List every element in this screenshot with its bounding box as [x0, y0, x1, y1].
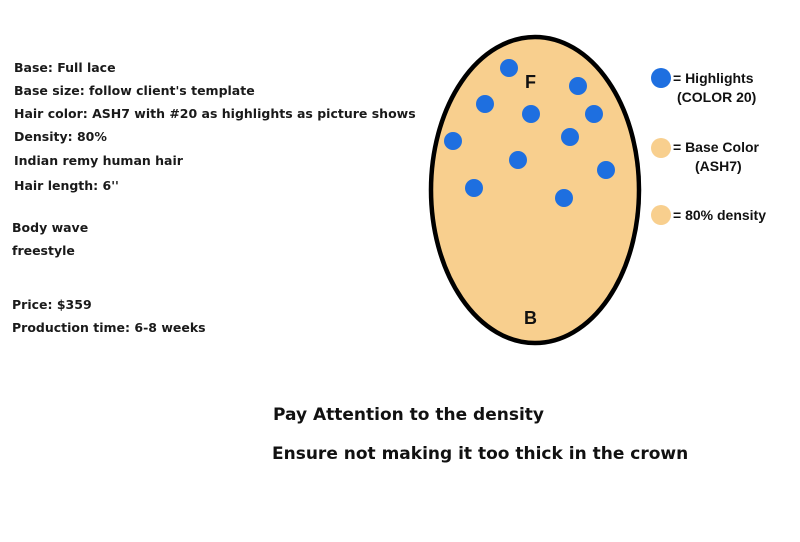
spec-production-time: Production time: 6-8 weeks — [12, 320, 206, 335]
spec-density: Density: 80% — [14, 129, 107, 144]
spec-hair-type: Indian remy human hair — [14, 153, 183, 168]
highlight-dot — [561, 128, 579, 146]
notice-density: Pay Attention to the density — [273, 405, 545, 425]
highlight-dot — [597, 161, 615, 179]
spec-wave: Body wave — [12, 220, 89, 235]
highlight-dot — [509, 151, 527, 169]
highlight-dot — [522, 105, 540, 123]
spec-base: Base: Full lace — [14, 60, 116, 75]
legend-highlights-label: = Highlights — [673, 70, 754, 86]
highlight-dot — [476, 95, 494, 113]
highlight-dot — [465, 179, 483, 197]
highlight-swatch-icon — [651, 68, 671, 88]
spec-style: freestyle — [12, 243, 75, 258]
density-swatch-icon — [651, 205, 671, 225]
notice-crown: Ensure not making it too thick in the cr… — [272, 444, 689, 464]
highlight-dot — [444, 132, 462, 150]
front-label: F — [525, 72, 536, 92]
legend-highlights-code: (COLOR 20) — [677, 89, 757, 105]
legend-base-code: (ASH7) — [695, 158, 742, 174]
highlight-dot — [500, 59, 518, 77]
highlight-dot — [555, 189, 573, 207]
back-label: B — [524, 308, 537, 328]
highlight-dots — [444, 59, 615, 207]
spec-hair-length: Hair length: 6'' — [14, 178, 119, 193]
highlight-dot — [569, 77, 587, 95]
spec-base-size: Base size: follow client's template — [14, 83, 255, 98]
spec-price: Price: $359 — [12, 297, 92, 312]
legend-base-label: = Base Color — [673, 139, 759, 155]
highlight-dot — [585, 105, 603, 123]
spec-hair-color: Hair color: ASH7 with #20 as highlights … — [14, 106, 416, 121]
legend-density-label: = 80% density — [673, 207, 766, 223]
base-color-swatch-icon — [651, 138, 671, 158]
